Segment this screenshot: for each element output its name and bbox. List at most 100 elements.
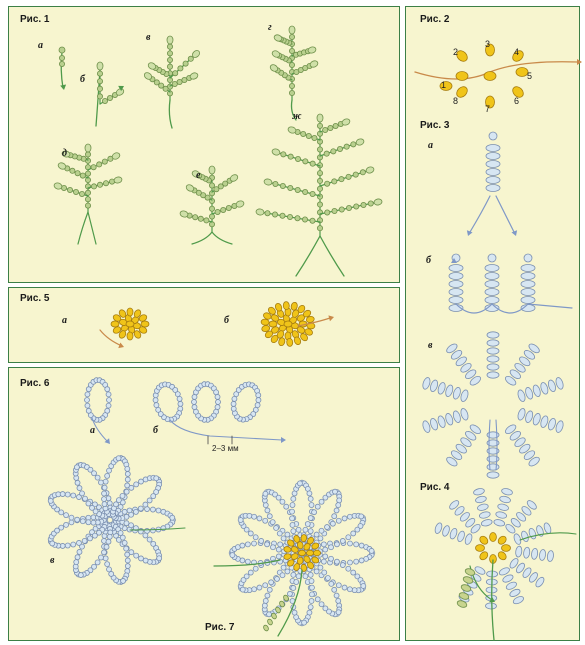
blue-bead (489, 132, 497, 140)
blue-bead (259, 538, 264, 543)
blue-bead (515, 546, 522, 558)
blue-bead (122, 509, 127, 514)
blue-bead (256, 393, 261, 398)
blue-bead (493, 519, 505, 527)
blue-bead (336, 583, 341, 588)
blue-bead (125, 477, 130, 482)
blue-bead (102, 485, 107, 490)
blue-bead (309, 598, 314, 603)
blue-bead (290, 516, 295, 521)
fig2-num-3: 3 (485, 39, 490, 49)
green-bead (265, 211, 270, 216)
blue-bead (452, 387, 462, 400)
blue-bead (274, 525, 279, 530)
green-bead (289, 83, 294, 88)
blue-bead (69, 520, 74, 525)
wire (456, 304, 572, 313)
blue-bead (69, 515, 74, 520)
green-bead (226, 205, 231, 210)
fig2-num-6: 6 (514, 96, 519, 106)
blue-bead (315, 504, 320, 509)
blue-bead (193, 409, 198, 414)
blue-bead (473, 487, 485, 495)
green-bead (67, 187, 72, 192)
fig2-num-8: 8 (453, 96, 458, 106)
green-bead (331, 149, 336, 154)
blue-bead (75, 517, 80, 522)
green-bead (103, 181, 108, 186)
blue-bead (487, 464, 499, 470)
blue-bead (352, 588, 357, 593)
blue-bead (216, 400, 221, 405)
blue-bead (499, 495, 511, 503)
green-bead (324, 151, 329, 156)
green-bead (85, 197, 90, 202)
blue-bead (143, 533, 148, 538)
blue-bead (308, 516, 313, 521)
blue-bead (151, 494, 156, 499)
yellow-bead (298, 550, 305, 556)
cone-bead (365, 166, 374, 174)
cone-bead (85, 144, 91, 152)
green-bead (97, 182, 102, 187)
cone-bead (263, 178, 272, 186)
blue-bead (329, 581, 334, 586)
blue-bead (284, 504, 289, 509)
blue-bead (265, 593, 270, 598)
blue-bead (231, 401, 236, 406)
blue-bead (50, 541, 55, 546)
blue-bead (230, 553, 235, 558)
blue-bead (486, 153, 500, 160)
blue-bead (441, 525, 450, 537)
blue-bead (71, 542, 76, 547)
green-bead (97, 86, 102, 91)
blue-bead (336, 503, 341, 508)
blue-bead (270, 520, 275, 525)
blue-bead (539, 415, 549, 428)
blue-bead (521, 265, 535, 272)
blue-bead (280, 499, 285, 504)
green-bead (353, 172, 358, 177)
wire (296, 236, 344, 276)
blue-bead (265, 508, 270, 513)
green-bead (351, 142, 356, 147)
blue-bead (312, 510, 317, 515)
yellow-bead (456, 72, 468, 81)
green-bead (193, 215, 198, 220)
blue-bead (106, 539, 111, 544)
blue-bead (475, 495, 487, 503)
blue-bead (294, 580, 299, 585)
blue-bead (444, 384, 454, 397)
blue-bead (302, 620, 307, 625)
fig6-gap-note: 2–3 мм (212, 444, 239, 453)
blue-bead (477, 503, 489, 511)
green-bead (317, 170, 322, 175)
green-bead (215, 209, 220, 214)
blue-bead (318, 565, 323, 570)
green-bead (361, 202, 366, 207)
green-bead (323, 127, 328, 132)
blue-bead (486, 185, 500, 192)
green-bead (198, 216, 203, 221)
blue-bead (308, 529, 313, 534)
blue-bead (88, 536, 93, 541)
green-bead (303, 189, 308, 194)
blue-bead (485, 281, 499, 288)
blue-bead (86, 408, 91, 413)
blue-bead (340, 563, 345, 568)
blue-bead (170, 515, 175, 520)
cone-bead (317, 114, 323, 122)
blue-bead (76, 540, 81, 545)
yellow-bead (126, 321, 134, 327)
blue-bead (354, 559, 359, 564)
blue-bead (521, 297, 535, 304)
cone-bead (355, 138, 365, 146)
blue-bead (547, 550, 554, 562)
blue-bead (238, 518, 243, 523)
blue-bead (116, 498, 121, 503)
blue-bead (323, 554, 328, 559)
blue-bead (291, 572, 296, 577)
fig6-label-b: б (153, 425, 158, 436)
blue-bead (192, 400, 197, 405)
blue-bead (252, 541, 257, 546)
